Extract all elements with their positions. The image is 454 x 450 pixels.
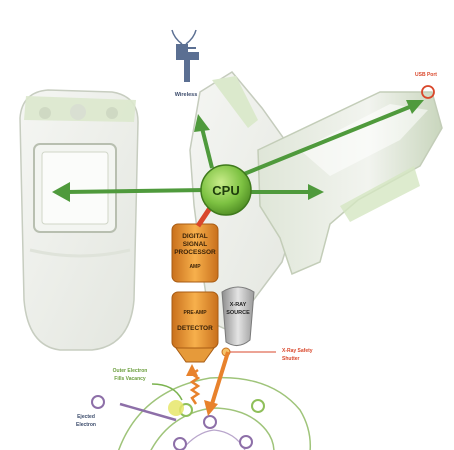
shutter-label-line2: Shutter bbox=[282, 356, 300, 362]
dsp-label-line1: DIGITAL bbox=[182, 233, 208, 240]
shutter-label-line1: X-Ray Safety bbox=[282, 348, 313, 354]
wireless-label: Wireless bbox=[175, 92, 198, 98]
vacancy-electron bbox=[168, 400, 184, 416]
usb-port-label: USB Port bbox=[415, 72, 437, 78]
dsp-label-line4: AMP bbox=[189, 264, 201, 270]
ejected-electron-label-line1: Ejected bbox=[77, 414, 95, 420]
xray-label-line1: X-RAY bbox=[230, 302, 247, 308]
dsp-label-line3: PROCESSOR bbox=[174, 249, 216, 256]
ejected-electron-label-line2: Electron bbox=[76, 422, 96, 428]
xray-label-line2: SOURCE bbox=[226, 310, 250, 316]
analyzer-front-view bbox=[20, 90, 138, 350]
preamp-detector-module: PRE-AMP DETECTOR bbox=[172, 292, 218, 362]
dsp-label-line2: SIGNAL bbox=[183, 241, 208, 248]
dsp-amp-module: DIGITAL SIGNAL PROCESSOR AMP bbox=[172, 224, 218, 282]
detector-label: DETECTOR bbox=[177, 325, 213, 332]
preamp-label: PRE-AMP bbox=[183, 310, 207, 316]
cpu-node: CPU bbox=[201, 165, 251, 215]
ejected-electron bbox=[92, 396, 104, 408]
outer-electron-label-line1: Outer Electron bbox=[113, 368, 148, 374]
outer-electron-label-line2: Fills Vacancy bbox=[114, 376, 146, 382]
atom-orbit-diagram bbox=[92, 378, 310, 450]
cpu-label: CPU bbox=[212, 183, 239, 198]
wireless-antenna-icon bbox=[172, 30, 199, 82]
